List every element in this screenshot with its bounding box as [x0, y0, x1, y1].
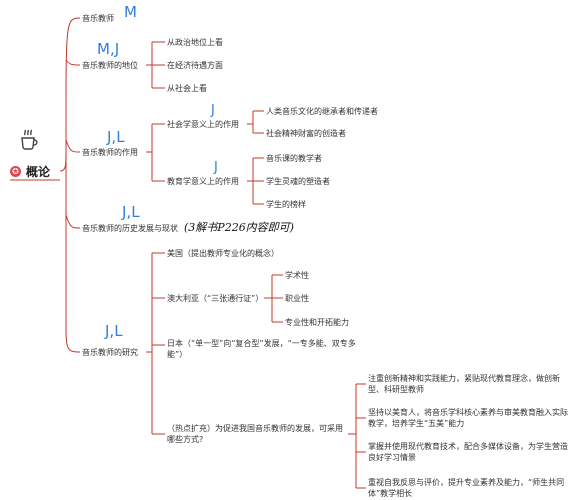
node-research-usa[interactable]: 美国（提出教师专业化的概念）	[167, 249, 279, 258]
star-badge-icon: ✪	[10, 166, 21, 177]
node-role-social[interactable]: 社会学意义上的作用	[167, 120, 239, 129]
node-status-political[interactable]: 从政治地位上看	[167, 38, 223, 47]
annotation-b4: J,L	[122, 203, 140, 221]
node-status-social[interactable]: 从社会上看	[167, 84, 207, 93]
node-research-hot[interactable]: （热点扩充）为促进我国音乐教师的发展，可采用哪些方式?	[167, 424, 343, 444]
annotation-b1: M	[124, 3, 137, 21]
node-aus-professional[interactable]: 职业性	[285, 294, 309, 303]
branch-teacher-research[interactable]: 音乐教师的研究	[82, 348, 138, 357]
annotation-role-education: J	[214, 160, 218, 175]
handwritten-note: (3解书P226内容即可)	[184, 221, 294, 234]
bracket-social	[247, 110, 264, 134]
node-role-education[interactable]: 教育学意义上的作用	[167, 177, 239, 186]
root-node[interactable]: ✪ 概论	[10, 163, 50, 180]
node-research-japan[interactable]: 日本（“单一型”向“复合型”发展，“一专多能、双专多能”）	[167, 339, 356, 359]
node-edu-shaper[interactable]: 学生灵魂的塑造者	[266, 177, 330, 186]
bracket-b5	[146, 252, 165, 435]
bracket-australia	[264, 274, 283, 323]
node-aus-pioneering[interactable]: 专业性和开拓能力	[285, 318, 349, 327]
node-aus-academic[interactable]: 学术性	[285, 271, 309, 280]
node-research-australia[interactable]: 澳大利亚（“三张通行证”）	[167, 294, 264, 303]
annotation-role-social: J	[211, 103, 215, 118]
node-hot-reflection[interactable]: 重视自我反思与评价，提升专业素养及能力，“师生共同体”教学相长	[368, 478, 565, 498]
root-label: 概论	[26, 165, 51, 179]
node-status-economic[interactable]: 在经济待遇方面	[167, 61, 223, 70]
bracket-hot	[348, 383, 366, 489]
link-b3	[65, 139, 81, 153]
annotation-b3: J,L	[107, 128, 125, 146]
link-b2	[65, 59, 81, 66]
annotation-b5: J,L	[105, 322, 123, 340]
link-b4	[65, 214, 81, 229]
trunk-line	[65, 150, 81, 353]
node-hot-aesthetic[interactable]: 坚持以美育人，将音乐学科核心素养与审美教育融入实际教学，培养学生“五美”能力	[368, 408, 568, 428]
bracket-b3	[146, 123, 165, 182]
annotation-b2: M,J	[97, 40, 120, 58]
branch-teacher-status[interactable]: 音乐教师的地位	[82, 61, 138, 70]
node-hot-technology[interactable]: 掌握并使用现代教育技术，配合多媒体设备，为学生营造良好学习情景	[368, 442, 568, 462]
coffee-cup-icon	[21, 129, 38, 150]
bracket-education	[247, 157, 264, 205]
branch-music-teacher[interactable]: 音乐教师	[82, 14, 114, 23]
trunk-line	[59, 17, 81, 172]
node-social-creator[interactable]: 社会精神财富的创造者	[266, 129, 346, 138]
branch-teacher-role[interactable]: 音乐教师的作用	[82, 148, 138, 157]
node-hot-innovation[interactable]: 注重创新精神和实践能力，紧贴现代教育理念，做创新型、科研型教师	[368, 374, 560, 394]
branch-history-status[interactable]: 音乐教师的历史发展与现状	[82, 224, 178, 233]
node-edu-model[interactable]: 学生的榜样	[266, 200, 306, 209]
node-edu-teacher[interactable]: 音乐课的教学者	[266, 154, 322, 163]
node-social-inheritor[interactable]: 人类音乐文化的继承者和传递者	[266, 107, 378, 116]
bracket-b2	[146, 41, 165, 89]
